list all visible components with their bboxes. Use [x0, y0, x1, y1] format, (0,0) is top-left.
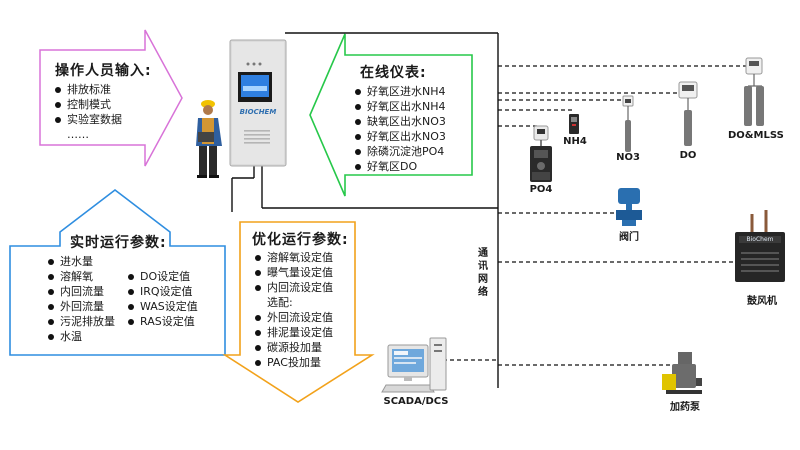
realtime-param-item: 污泥排放量	[48, 314, 115, 329]
dashed-connectors	[443, 65, 752, 366]
optimized-param-item: 溶解氧设定值	[255, 250, 333, 265]
control-cabinet	[229, 39, 287, 167]
instrument-item: 除磷沉淀池PO4	[355, 144, 446, 159]
nh4-label: NH4	[563, 136, 587, 147]
po4-label: PO4	[529, 184, 553, 195]
dosing-pump-icon	[662, 352, 702, 394]
do-mlss-label: DO&MLSS	[728, 130, 784, 141]
instrument-item: 好氧区出水NH4	[355, 99, 446, 114]
operator-input-item: 实验室数据	[55, 112, 122, 127]
network-frame	[231, 32, 499, 388]
optimized-params-arrow	[222, 221, 375, 403]
instruments-arrow	[309, 33, 473, 197]
operator-input-item: 控制模式	[55, 97, 122, 112]
do-probe-icon	[678, 81, 698, 146]
po4-analyzer-icon	[530, 125, 552, 182]
dosing-pump-label: 加药泵	[670, 402, 700, 413]
blower-brand-label: BioChem	[746, 236, 774, 243]
cabinet-brand-label: BIOCHEM	[239, 108, 277, 116]
instrument-item: 好氧区出水NO3	[355, 129, 446, 144]
nh4-sensor-icon	[569, 114, 579, 134]
realtime-param-item: 进水量	[48, 254, 115, 269]
optimized-params-title: 优化运行参数:	[252, 232, 349, 248]
operator-input-item: 排放标准	[55, 82, 122, 97]
optimized-param-item: 排泥量设定值	[255, 325, 333, 340]
engineer-figure	[196, 100, 222, 178]
valve-icon	[616, 188, 642, 226]
realtime-setpoint-item: RAS设定值	[128, 314, 198, 329]
optimized-param-item: 曝气量设定值	[255, 265, 333, 280]
scada-computer-icon	[381, 337, 447, 393]
no3-probe-icon	[622, 95, 634, 152]
optimized-param-item: PAC投加量	[255, 355, 333, 370]
optimized-param-item: 碳源投加量	[255, 340, 333, 355]
instrument-item: 缺氧区出水NO3	[355, 114, 446, 129]
optimized-param-item: 内回流设定值	[255, 280, 333, 295]
instrument-item: 好氧区进水NH4	[355, 84, 446, 99]
operator-input-arrow	[39, 29, 183, 167]
realtime-setpoint-item: WAS设定值	[128, 299, 198, 314]
realtime-param-item: 外回流量	[48, 299, 115, 314]
operator-input-item: ……	[67, 128, 89, 141]
blower-label: 鼓风机	[747, 296, 777, 307]
realtime-setpoint-item: DO设定值	[128, 269, 198, 284]
comm-network-label: 通讯网络	[478, 248, 488, 298]
realtime-params-col1: 进水量溶解氧内回流量外回流量污泥排放量水温	[48, 254, 115, 344]
operator-input-list: 排放标准控制模式实验室数据……	[55, 82, 122, 142]
do-mlss-probes-icon	[744, 57, 764, 126]
scada-label: SCADA/DCS	[383, 396, 449, 407]
operator-input-title: 操作人员输入:	[55, 63, 152, 79]
optimized-param-item: 选配:	[267, 296, 293, 309]
valve-label: 阀门	[619, 232, 639, 243]
do-label: DO	[679, 150, 697, 161]
realtime-param-item: 内回流量	[48, 284, 115, 299]
blower-icon	[735, 210, 785, 282]
realtime-param-item: 溶解氧	[48, 269, 115, 284]
realtime-params-title: 实时运行参数:	[70, 235, 167, 251]
realtime-param-item: 水温	[48, 329, 115, 344]
instrument-item: 好氧区DO	[355, 159, 446, 174]
no3-label: NO3	[616, 152, 640, 163]
realtime-setpoint-item: IRQ设定值	[128, 284, 198, 299]
optimized-param-item: 外回流设定值	[255, 310, 333, 325]
instruments-title: 在线仪表:	[360, 65, 427, 81]
realtime-params-arrow	[9, 188, 226, 356]
